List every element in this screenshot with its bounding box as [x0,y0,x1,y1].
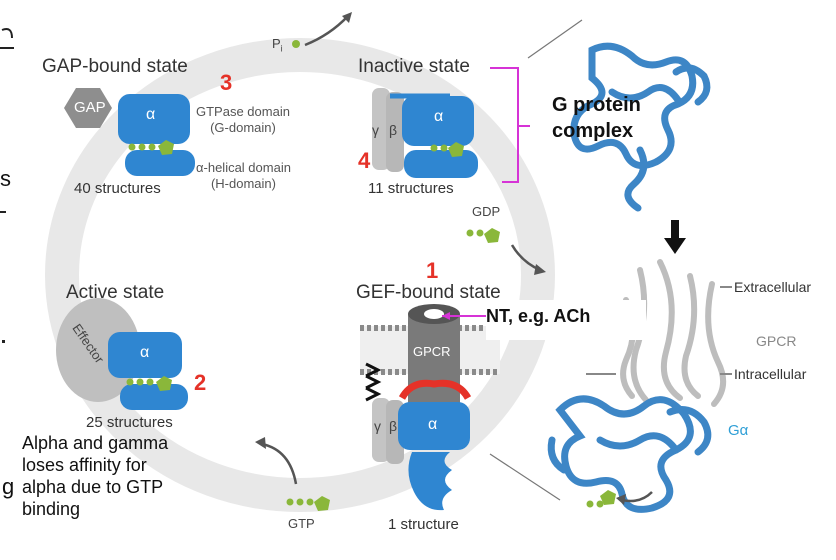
gap-hexagon [64,88,112,128]
gap-label: GAP [74,99,106,116]
gef-count: 1 structure [388,516,459,533]
g-protein-ribbon [570,42,711,212]
active-count: 25 structures [86,414,173,431]
step-number-4: 4 [358,148,371,173]
gtp-label: GTP [288,516,315,531]
pi-arrow [304,15,349,47]
alpha-gamma-annotation: Alpha and gamma loses affinity for alpha… [22,433,169,519]
gap-state-title: GAP-bound state [42,56,188,77]
helical-domain-label: α-helical domain (H-domain) [196,160,291,191]
active-alpha-label: α [140,344,150,361]
inactive-alpha-hdomain [404,150,478,178]
step-number-3: 3 [220,70,233,95]
gdp-label: GDP [472,204,501,219]
pi-label: Pi [272,36,283,54]
nt-annotation: NT, e.g. ACh [486,300,646,340]
extracellular-label: Extracellular [734,279,812,295]
gef-beta-label: β [389,418,398,434]
left-fragment-s: s [0,166,11,191]
inactive-alpha-label: α [434,108,444,125]
inactive-beta-label: β [389,122,398,138]
gtpase-domain-label: GTPase domain (G-domain) [196,104,290,135]
step-number-2: 2 [194,370,207,395]
pi-dot [292,40,300,48]
gpcr-cylinder [408,312,460,408]
inactive-count: 11 structures [368,180,454,197]
cycle-ring [45,38,555,512]
gap-gtp-pentagon [158,140,174,155]
galpha-label: Gα [728,422,749,439]
gap-alpha-hdomain [125,150,195,176]
gap-count: 40 structures [74,180,161,197]
step-number-1: 1 [426,258,439,283]
gpcr-label: GPCR [413,344,451,359]
gef-alpha-hdomain [408,452,452,511]
gap-alpha-gdomain [118,94,190,144]
gef-state-title: GEF-bound state [356,282,501,303]
gef-gamma-label: γ [374,418,381,434]
gap-alpha-label: α [146,106,156,123]
galpha-ribbon [547,395,712,513]
left-fragment-g: g [2,474,15,499]
g-protein-complex-annotation: G protein complex [552,94,641,142]
intracellular-label: Intracellular [734,366,807,382]
gpcr-structure-label: GPCR [756,333,797,349]
gef-alpha-label: α [428,416,438,433]
gtp-arrow [261,442,298,485]
inactive-state-title: Inactive state [358,56,470,77]
inactive-alpha-gdomain [402,96,474,146]
active-state-title: Active state [66,282,165,303]
gpcr-ribbon [620,259,727,407]
inactive-gamma-label: γ [372,122,379,138]
